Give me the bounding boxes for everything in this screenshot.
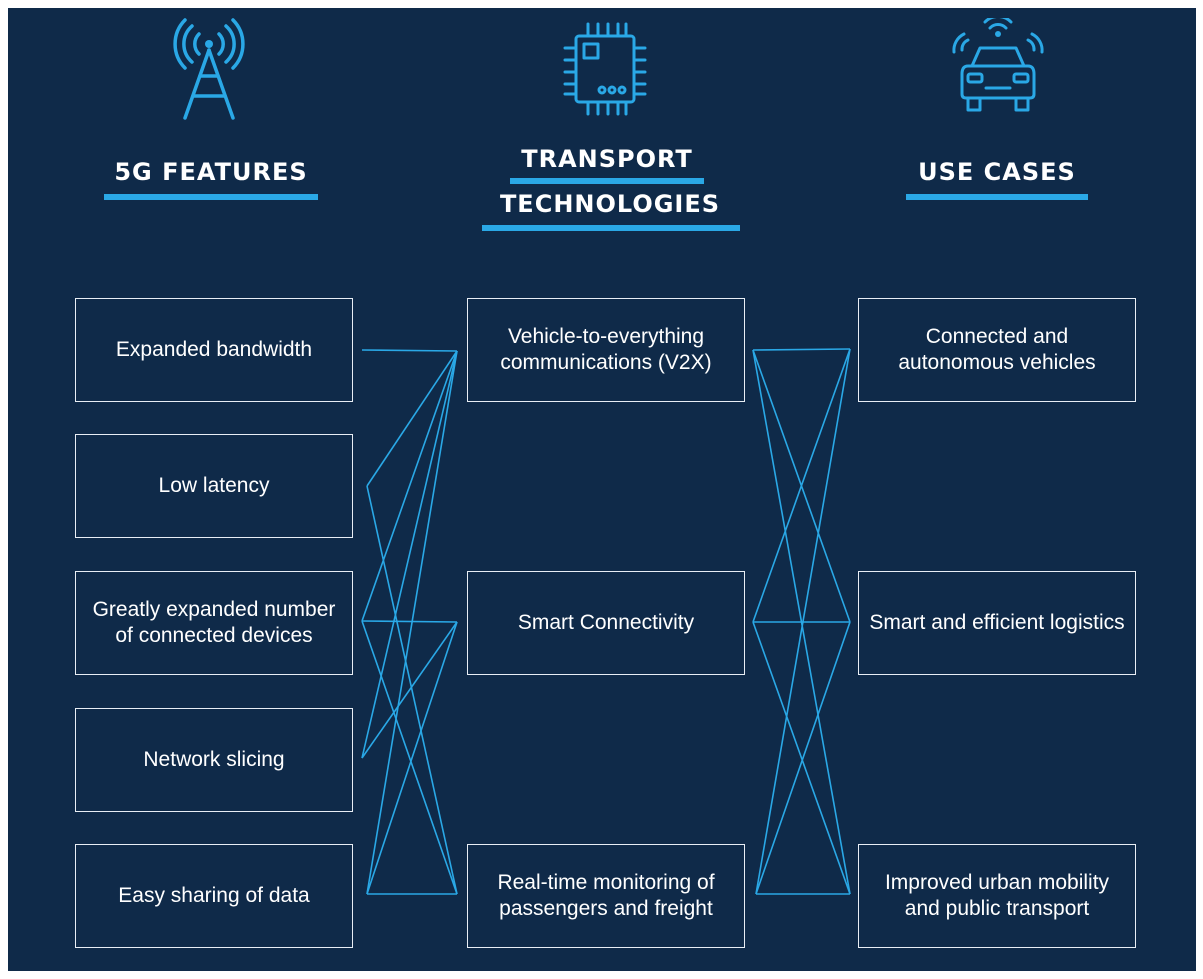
link-slicing-connectivity	[361, 621, 458, 759]
feature-box-latency: Low latency	[75, 434, 353, 538]
link-devices-connectivity	[361, 620, 458, 623]
tech-box-connectivity: Smart Connectivity	[467, 571, 745, 675]
heading-technologies-underline	[482, 225, 740, 231]
heading-5g-features: 5G FEATURES	[114, 158, 308, 186]
link-monitoring-logistics	[755, 621, 851, 895]
usecase-box-urban-mobility: Improved urban mobility and public trans…	[858, 844, 1136, 948]
link-connectivity-connected	[752, 348, 851, 623]
heading-transport-underline	[510, 178, 704, 184]
feature-box-sharing: Easy sharing of data	[75, 844, 353, 948]
tech-box-v2x: Vehicle-to-everything communications (V2…	[467, 298, 745, 402]
microchip-icon	[563, 22, 647, 116]
link-sharing-connectivity	[366, 621, 458, 895]
link-latency-v2x	[366, 350, 458, 487]
heading-5g-features-underline	[104, 194, 318, 200]
link-sharing-v2x	[366, 350, 458, 895]
link-monitoring-connected	[755, 348, 851, 895]
link-slicing-v2x	[361, 350, 458, 759]
diagram-panel	[8, 8, 1196, 971]
link-v2x-connected	[752, 348, 851, 351]
link-latency-monitoring	[366, 485, 458, 895]
cell-tower-icon	[173, 18, 245, 120]
heading-use-cases: USE CASES	[918, 158, 1076, 186]
feature-box-devices: Greatly expanded number of connected dev…	[75, 571, 353, 675]
heading-technologies: TECHNOLOGIES	[499, 190, 721, 218]
feature-box-bandwidth: Expanded bandwidth	[75, 298, 353, 402]
link-connectivity-urban	[752, 621, 851, 895]
link-bandwidth-v2x	[361, 349, 458, 352]
connected-car-icon	[952, 18, 1044, 112]
link-devices-v2x	[361, 350, 458, 622]
usecase-box-logistics: Smart and efficient logistics	[858, 571, 1136, 675]
feature-box-slicing: Network slicing	[75, 708, 353, 812]
usecase-box-connected-vehicles: Connected and autonomous vehicles	[858, 298, 1136, 402]
link-devices-monitoring	[361, 620, 458, 895]
heading-transport: TRANSPORT	[521, 145, 693, 173]
heading-use-cases-underline	[906, 194, 1088, 200]
tech-box-monitoring: Real-time monitoring of passengers and f…	[467, 844, 745, 948]
